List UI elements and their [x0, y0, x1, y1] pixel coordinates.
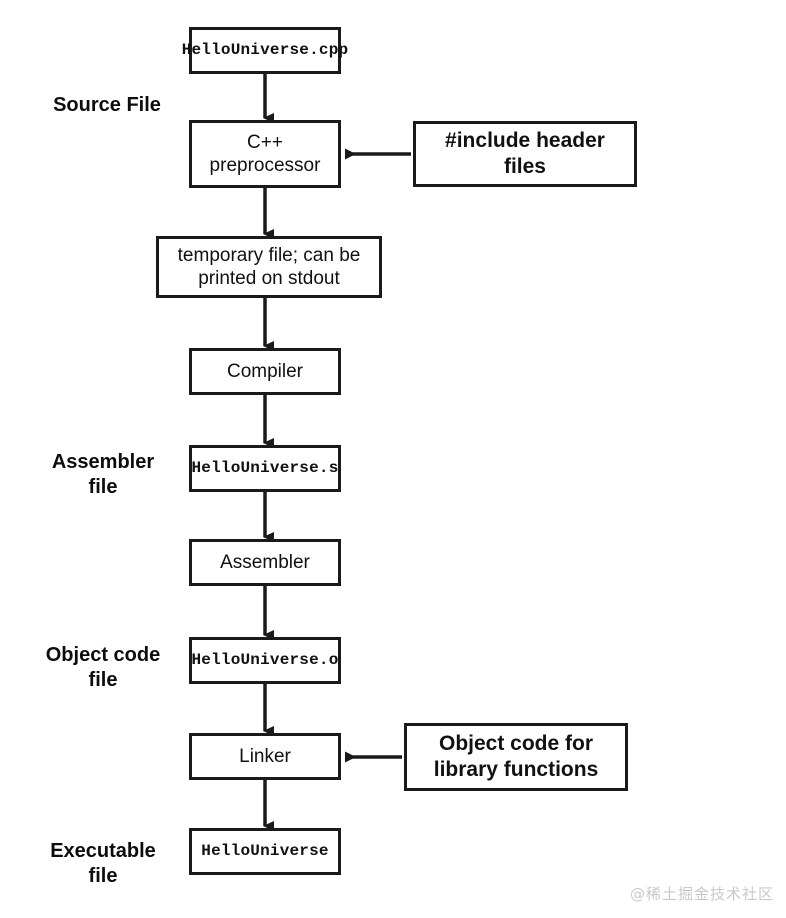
node-hellouniverse-o[interactable]: HelloUniverse.o	[189, 637, 341, 684]
node-object-code-library[interactable]: Object code for library functions	[404, 723, 628, 791]
node-assembler[interactable]: Assembler	[189, 539, 341, 586]
node-compiler[interactable]: Compiler	[189, 348, 341, 395]
node-temporary-file[interactable]: temporary file; can be printed on stdout	[156, 236, 382, 298]
stage-label-source-file: Source File	[53, 94, 161, 116]
node-cpp-preprocessor[interactable]: C++ preprocessor	[189, 120, 341, 188]
stage-label-object-code-file: Object code file	[45, 644, 161, 691]
node-hellouniverse-cpp[interactable]: HelloUniverse.cpp	[182, 27, 348, 74]
node-linker[interactable]: Linker	[189, 733, 341, 780]
node-hellouniverse-exe[interactable]: HelloUniverse	[189, 828, 341, 875]
node-hellouniverse-s[interactable]: HelloUniverse.s	[189, 445, 341, 492]
stage-label-executable-file: Executable file	[50, 840, 156, 887]
watermark: @稀土掘金技术社区	[629, 885, 774, 903]
node-include-header-files[interactable]: #include header files	[413, 121, 637, 187]
stage-label-assembler-file: Assembler file	[51, 451, 155, 498]
